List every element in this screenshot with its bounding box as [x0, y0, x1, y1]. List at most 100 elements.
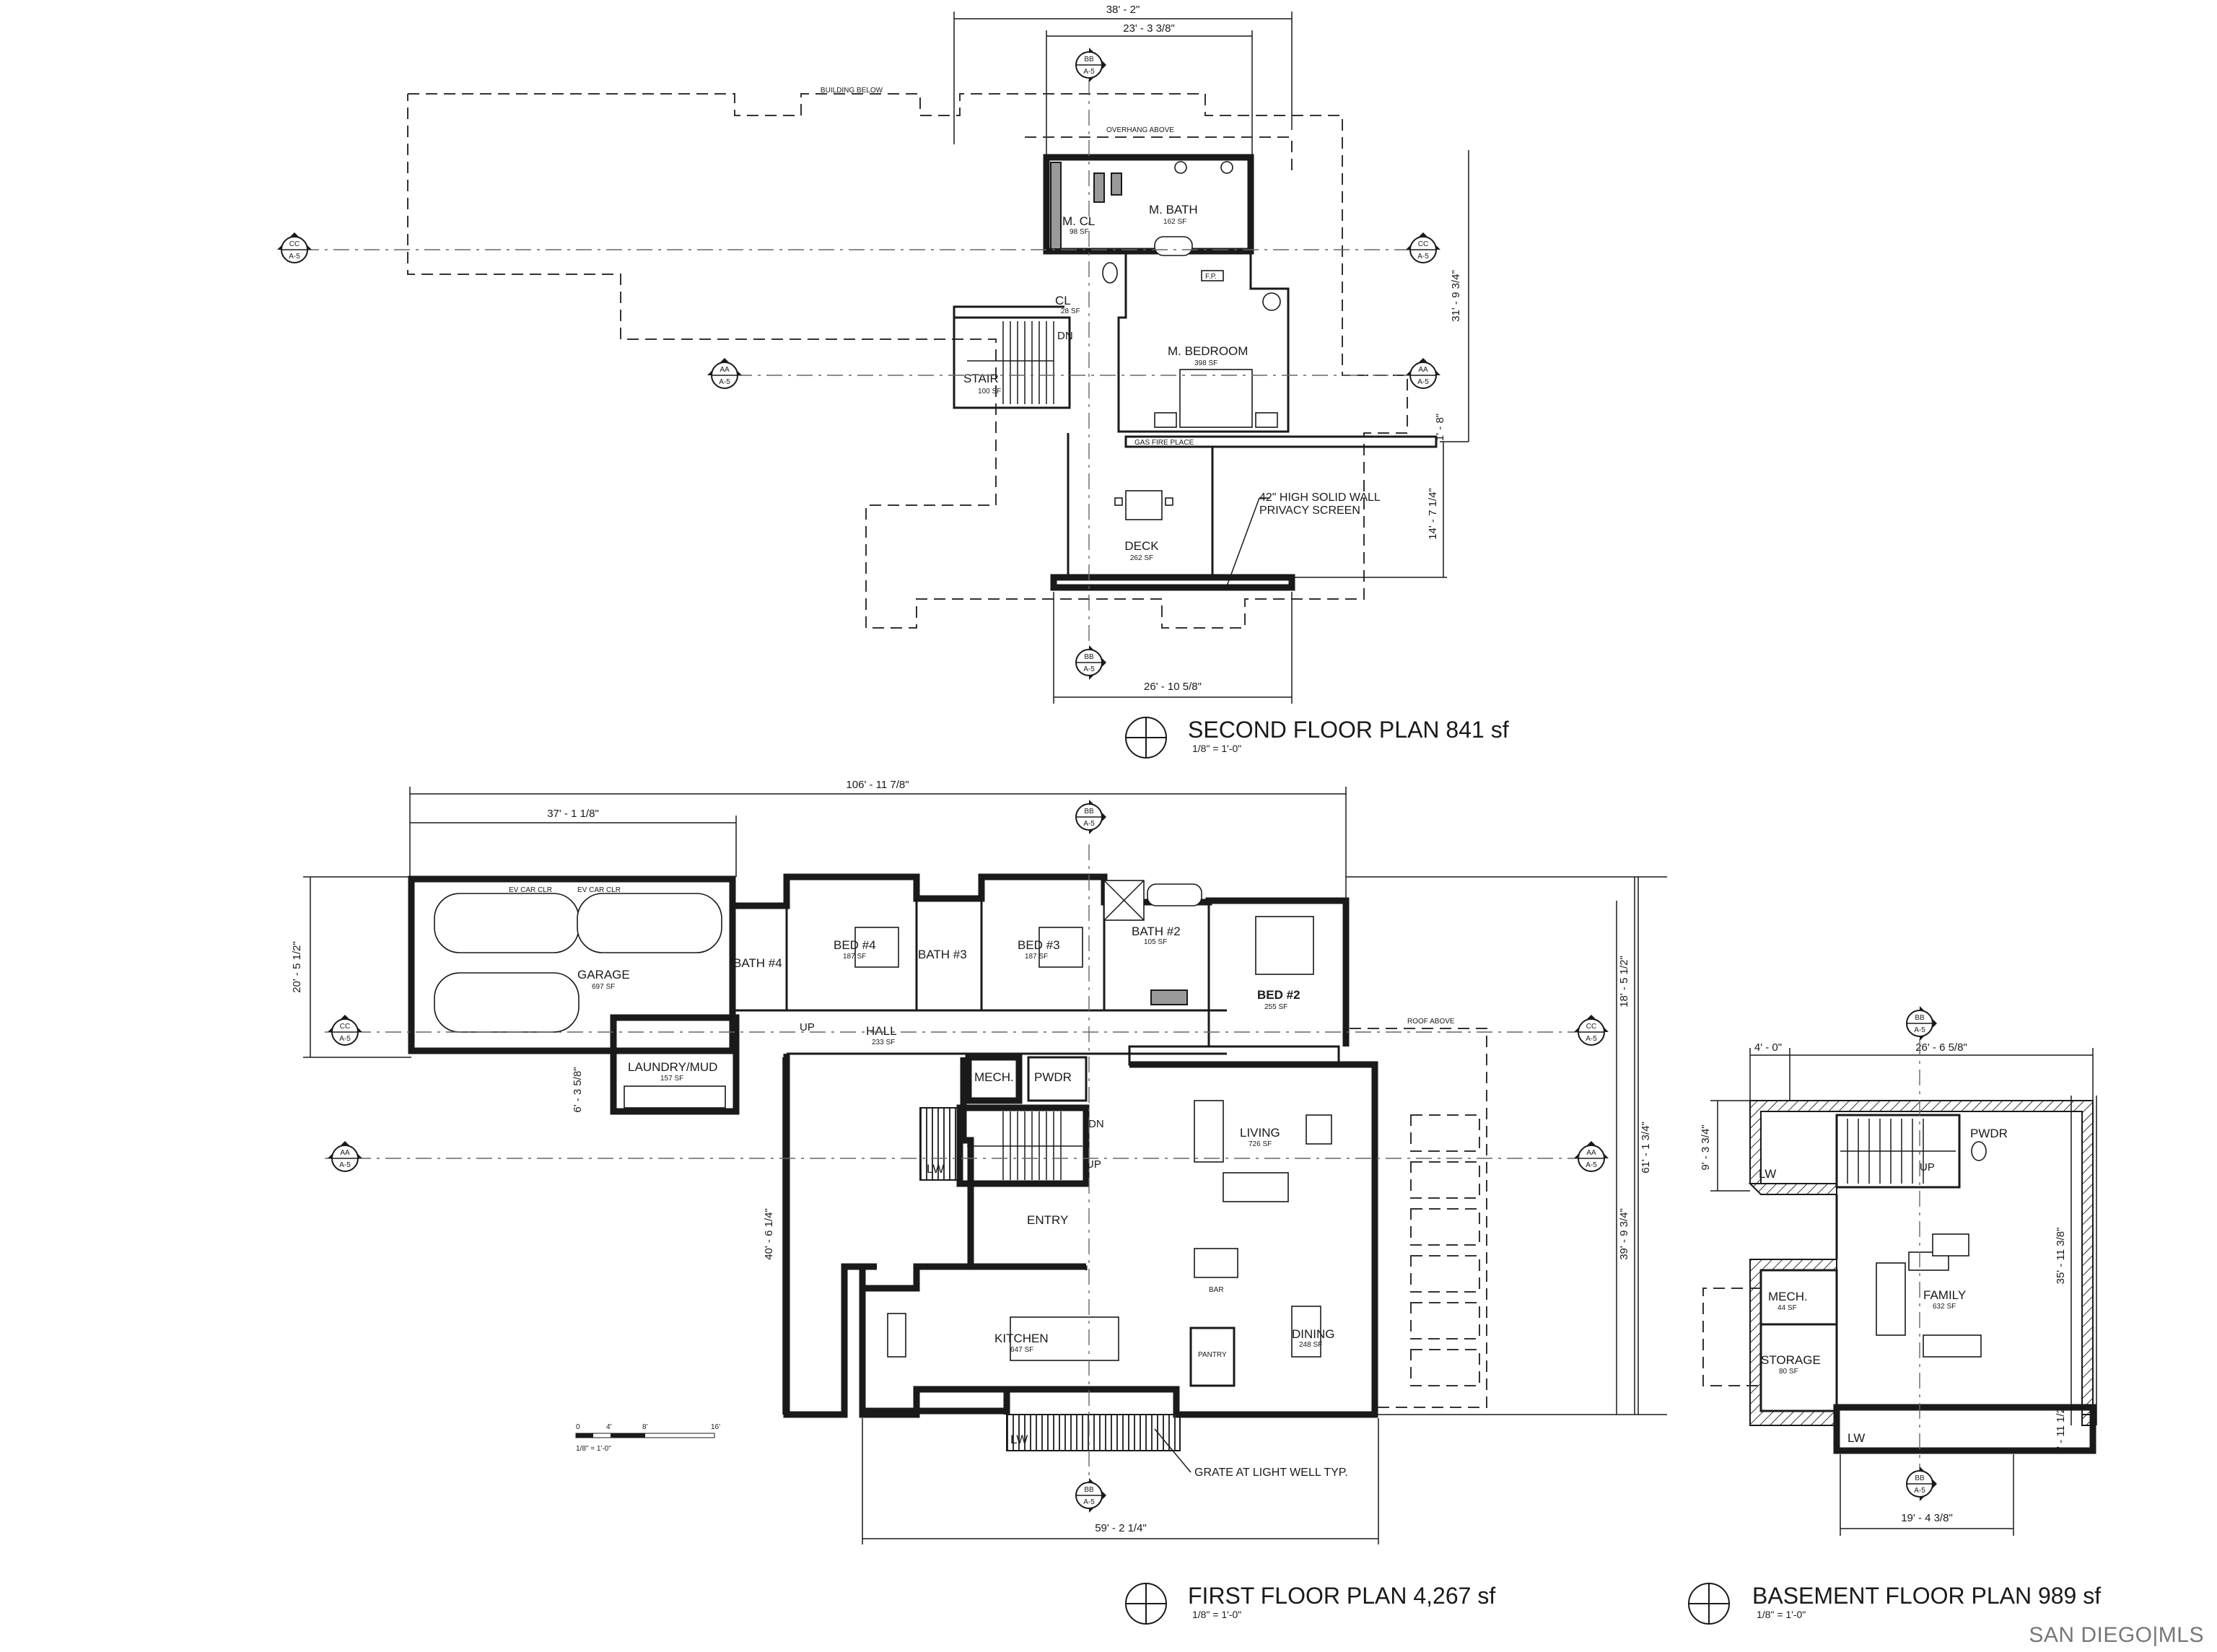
- svg-text:A-5: A-5: [339, 1035, 351, 1043]
- note-privacy-screen: PRIVACY SCREEN: [1259, 504, 1360, 517]
- bsmt-pwdr-label: PWDR: [1970, 1127, 2008, 1140]
- svg-text:CC: CC: [1418, 240, 1428, 248]
- section-marker-aa-left: AA A-5: [707, 358, 742, 389]
- basement-scale: 1/8" = 1'-0": [1757, 1609, 1806, 1620]
- svg-text:A-5: A-5: [1083, 1498, 1095, 1506]
- room-mbedroom-label: M. BEDROOM: [1168, 344, 1248, 358]
- dim-vertical-3: 14' - 7 1/4": [1427, 488, 1439, 540]
- ff-section-bb-top: BB A-5: [1075, 800, 1106, 834]
- ff-section-bb-bottom: BB A-5: [1075, 1478, 1106, 1513]
- dim-ff-main-left: 40' - 6 1/4": [763, 1208, 775, 1260]
- note-high-solid-wall: 42" HIGH SOLID WALL: [1259, 491, 1381, 504]
- room-laundry-area: 157 SF: [660, 1075, 683, 1083]
- note-roof-above: ROOF ABOVE: [1407, 1018, 1455, 1026]
- room-mcl-label: M. CL: [1062, 214, 1095, 228]
- lw-bottom: LW: [1010, 1433, 1028, 1446]
- note-ev-1: EV CAR CLR: [509, 886, 552, 894]
- svg-text:A-5: A-5: [1083, 665, 1095, 673]
- svg-text:AA: AA: [1418, 366, 1428, 374]
- basement-title: BASEMENT FLOOR PLAN 989 sf: [1752, 1583, 2101, 1609]
- dim-bsmt-9: 9' - 3 3/4": [1700, 1124, 1712, 1170]
- note-building-below: BUILDING BELOW: [821, 87, 883, 95]
- room-stair-area: 100 SF: [978, 388, 1001, 395]
- dim-upper-width: 23' - 3 3/8": [1123, 22, 1175, 35]
- dim-overall-width: 38' - 2": [1106, 4, 1140, 16]
- dim-bsmt-35: 35' - 11 3/8": [2055, 1228, 2067, 1285]
- note-fp: F.P.: [1205, 273, 1217, 281]
- ff-section-cc-left: CC A-5: [328, 1015, 362, 1046]
- room-mcl-area: 98 SF: [1070, 228, 1089, 236]
- skylight-dashes: [1410, 1114, 1480, 1386]
- svg-text:A-5: A-5: [1914, 1487, 1925, 1495]
- room-mbedroom-area: 398 SF: [1194, 359, 1217, 367]
- lw-first: LW: [927, 1162, 944, 1176]
- room-cl-area: 28 SF: [1061, 307, 1080, 315]
- dim-ff-right-overall: 61' - 1 3/4": [1640, 1122, 1652, 1174]
- scale-bar: 0 4' 8' 16' 1/8" = 1'-0": [575, 1423, 720, 1453]
- svg-text:A-5: A-5: [1083, 68, 1095, 76]
- stair-treads-second: [967, 321, 1054, 404]
- room-deck-label: DECK: [1124, 539, 1159, 553]
- room-bed3-label: BED #3: [1018, 938, 1060, 952]
- watermark-logo: SAN DIEGO|MLS: [2029, 1623, 2204, 1647]
- room-cl-label: CL: [1055, 294, 1071, 307]
- first-floor-title: FIRST FLOOR PLAN 4,267 sf: [1188, 1583, 1495, 1609]
- room-dining-label: DINING: [1292, 1327, 1335, 1341]
- note-overhang-above: OVERHANG ABOVE: [1106, 126, 1174, 134]
- svg-text:AA: AA: [720, 366, 730, 374]
- room-garage-area: 697 SF: [592, 983, 615, 991]
- svg-text:CC: CC: [289, 240, 299, 248]
- room-bed3-area: 187 SF: [1025, 953, 1048, 961]
- room-bath4-label: BATH #4: [733, 956, 782, 970]
- dim-bsmt-19: 19' - 4 3/8": [1901, 1512, 1953, 1524]
- stair-treads-first: [956, 1104, 1090, 1187]
- room-bed2-area: 255 SF: [1264, 1003, 1287, 1011]
- svg-text:A-5: A-5: [339, 1161, 351, 1169]
- bsmt-mech-area: 44 SF: [1777, 1304, 1797, 1312]
- dim-garage-width: 37' - 1 1/8": [547, 808, 599, 820]
- room-dining-area: 248 SF: [1299, 1341, 1322, 1349]
- svg-text:BB: BB: [1084, 1486, 1094, 1494]
- svg-text:A-5: A-5: [719, 378, 730, 386]
- dim-bsmt-26: 26' - 6 5/8": [1915, 1041, 1967, 1054]
- ff-section-aa-left: AA A-5: [328, 1141, 362, 1172]
- basement-title-marker: [1688, 1583, 1730, 1625]
- note-grate: GRATE AT LIGHT WELL TYP.: [1194, 1467, 1348, 1479]
- bsmt-mech-label: MECH.: [1768, 1290, 1808, 1303]
- room-bed4-area: 187 SF: [843, 953, 866, 961]
- section-marker-bb-bottom: BB A-5: [1075, 645, 1106, 680]
- stair-treads-basement: [1840, 1119, 1956, 1184]
- svg-text:BB: BB: [1915, 1014, 1925, 1022]
- section-marker-cc-right: CC A-5: [1406, 232, 1440, 263]
- svg-text:AA: AA: [340, 1149, 350, 1157]
- room-mbath-area: 162 SF: [1163, 218, 1186, 226]
- room-kitchen-area: 647 SF: [1010, 1346, 1033, 1354]
- second-floor-scale: 1/8" = 1'-0": [1192, 743, 1241, 754]
- dim-laundry: 6' - 3 5/8": [572, 1067, 584, 1112]
- bsmt-storage-label: STORAGE: [1761, 1353, 1821, 1367]
- dim-bsmt-4: 4' - 0": [1754, 1041, 1782, 1054]
- dn-hall: UP: [800, 1021, 815, 1033]
- room-bed4-label: BED #4: [834, 938, 876, 952]
- room-entry-label: ENTRY: [1027, 1213, 1068, 1227]
- svg-text:CC: CC: [1586, 1023, 1596, 1031]
- bsmt-family-label: FAMILY: [1923, 1288, 1966, 1302]
- bsmt-up: UP: [1920, 1161, 1935, 1174]
- room-pwdr-label: PWDR: [1034, 1070, 1072, 1084]
- bsmt-storage-area: 80 SF: [1779, 1368, 1798, 1376]
- second-floor-title-marker: [1125, 717, 1167, 759]
- dim-bsmt-3: 3' - 11 1/2": [2055, 1404, 2067, 1454]
- basement-floor-plan: 4' - 0" 26' - 6 5/8" LW UP PWDR MECH. 44: [1688, 1006, 2101, 1625]
- room-bath2-area: 105 SF: [1144, 938, 1167, 946]
- room-mech-label: MECH.: [974, 1070, 1014, 1084]
- svg-text:CC: CC: [340, 1023, 350, 1031]
- svg-text:A-5: A-5: [1083, 820, 1095, 828]
- svg-text:A-5: A-5: [1914, 1026, 1925, 1034]
- room-laundry-label: LAUNDRY/MUD: [628, 1060, 717, 1074]
- svg-text:A-5: A-5: [289, 253, 300, 261]
- svg-text:BB: BB: [1915, 1474, 1925, 1482]
- dn-second: DN: [1057, 330, 1073, 342]
- ff-section-aa-right: AA A-5: [1574, 1141, 1609, 1172]
- svg-text:AA: AA: [1586, 1149, 1596, 1157]
